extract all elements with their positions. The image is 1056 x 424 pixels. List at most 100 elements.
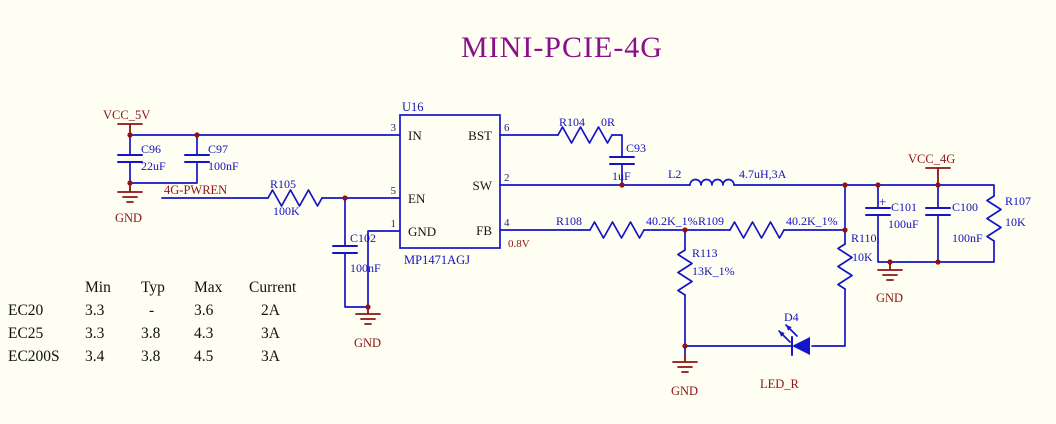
d4-ref-label: D4	[784, 310, 799, 324]
table-row-name: EC25	[8, 325, 44, 342]
junction-dots	[127, 132, 941, 349]
table-header-typ: Typ	[141, 279, 165, 296]
pin-number-6: 6	[504, 122, 510, 134]
ic-body	[399, 114, 501, 249]
r113-value-label: 13K_1%	[692, 264, 735, 278]
r108-ref-label: R108	[556, 214, 582, 228]
r108-value-label: 40.2K_1%	[646, 214, 698, 228]
resistor-r109[interactable]: R109 40.2K_1%	[698, 214, 838, 239]
power-port-vcc-5v[interactable]: VCC_5V	[103, 108, 150, 136]
gnd-symbol-output[interactable]: GND	[876, 261, 903, 305]
c102-value-label: 100nF	[350, 261, 381, 275]
gnd-label: GND	[876, 291, 903, 305]
table-cell: -	[149, 302, 154, 319]
resistor-icon	[557, 126, 613, 144]
r109-value-label: 40.2K_1%	[786, 214, 838, 228]
junction-dot	[935, 182, 941, 188]
led-arrowhead-icon	[786, 325, 792, 331]
capacitor-c101[interactable]: + C101 100uF	[865, 194, 919, 231]
inductor-l2[interactable]: L2 4.7uH,3A	[668, 167, 787, 186]
vcc-4g-net-label: VCC_4G	[908, 152, 955, 166]
table-cell: 3.8	[141, 348, 161, 365]
led-r-net-label: LED_R	[760, 377, 800, 391]
l2-ref-label: L2	[668, 167, 681, 181]
power-bar-icon	[925, 167, 951, 186]
resistor-r110[interactable]: R110 10K	[837, 231, 877, 290]
pwren-net-label[interactable]: 4G-PWREN	[164, 183, 227, 197]
resistor-r104[interactable]: R104 0R	[557, 115, 615, 144]
junction-dot	[935, 259, 941, 265]
pin-name-en: EN	[408, 191, 426, 206]
led-d4[interactable]: D4 LED_R	[760, 310, 810, 391]
pin-name-in: IN	[408, 128, 422, 143]
capacitor-icon	[925, 207, 951, 216]
u16-ref-label: U16	[402, 100, 424, 114]
table-cell: 3.6	[194, 302, 214, 319]
power-port-vcc-4g[interactable]: VCC_4G	[908, 152, 955, 186]
wire-nets[interactable]	[129, 134, 995, 356]
resistor-r105[interactable]: R105 100K	[267, 177, 323, 218]
table-row-name: EC200S	[8, 348, 60, 365]
table-row-name: EC20	[8, 302, 44, 319]
table-cell: 3.8	[141, 325, 161, 342]
pin-number-2: 2	[504, 172, 510, 184]
pin-number-3: 3	[391, 122, 397, 134]
resistor-icon	[677, 249, 693, 296]
table-cell: 3A	[261, 325, 281, 342]
wire-path[interactable]	[129, 134, 995, 356]
capacitor-icon	[184, 154, 210, 163]
junction-dot	[875, 182, 881, 188]
r113-ref-label: R113	[692, 246, 718, 260]
junction-dot	[842, 227, 848, 233]
capacitor-c100[interactable]: C100 100nF	[925, 200, 983, 245]
c100-value-label: 100nF	[952, 231, 983, 245]
pin-number-4: 4	[504, 217, 510, 229]
resistor-icon	[589, 221, 645, 239]
c100-ref-label: C100	[952, 200, 978, 214]
resistor-r107[interactable]: R107 10K	[986, 194, 1031, 242]
pin-number-5: 5	[391, 185, 397, 197]
resistor-r108[interactable]: R108 40.2K_1%	[556, 214, 698, 239]
capacitor-c96[interactable]: C96 22uF	[117, 142, 166, 173]
ground-icon	[877, 261, 903, 281]
r104-ref-label: R104	[559, 115, 585, 129]
c97-ref-label: C97	[208, 142, 228, 156]
gnd-symbol-input[interactable]: GND	[115, 182, 143, 225]
gnd-symbol-r113[interactable]: GND	[671, 354, 698, 398]
r107-value-label: 10K	[1005, 215, 1026, 229]
c101-polarity-plus: +	[879, 194, 886, 209]
pin-name-gnd: GND	[408, 224, 436, 239]
table-cell: 3.3	[85, 302, 105, 319]
gnd-label: GND	[354, 336, 381, 350]
capacitor-icon	[609, 156, 635, 165]
c101-value-label: 100uF	[888, 217, 919, 231]
table-cell: 2A	[261, 302, 281, 319]
ground-icon	[355, 306, 381, 325]
junction-dot	[127, 180, 133, 186]
capacitor-c102[interactable]: C102 100nF	[332, 231, 381, 275]
capacitor-icon	[117, 154, 143, 163]
table-cell: 4.3	[194, 325, 214, 342]
gnd-symbol-c102[interactable]: GND	[354, 306, 381, 350]
r107-ref-label: R107	[1005, 194, 1031, 208]
c96-value-label: 22uF	[141, 159, 166, 173]
resistor-icon	[729, 221, 785, 239]
vcc-5v-net-label: VCC_5V	[103, 108, 150, 122]
resistor-r113[interactable]: R113 13K_1%	[677, 246, 735, 296]
ic-u16[interactable]: U16 MP1471AGJ IN EN GND BST SW FB 3 5 1 …	[391, 100, 511, 267]
table-cell: 3.3	[85, 325, 105, 342]
capacitor-c97[interactable]: C97 100nF	[184, 142, 239, 173]
capacitor-icon	[332, 245, 358, 254]
table-cell: 3A	[261, 348, 281, 365]
pin-number-1: 1	[391, 218, 397, 230]
c93-value-label: 1uF	[612, 169, 631, 183]
ground-icon	[117, 182, 143, 203]
table-header-max: Max	[194, 279, 223, 296]
capacitor-c93[interactable]: C93 1uF	[609, 141, 646, 183]
r110-value-label: 10K	[852, 250, 873, 264]
pin-name-sw: SW	[473, 178, 493, 193]
resistor-icon	[267, 189, 323, 207]
r104-value-label: 0R	[601, 115, 615, 129]
